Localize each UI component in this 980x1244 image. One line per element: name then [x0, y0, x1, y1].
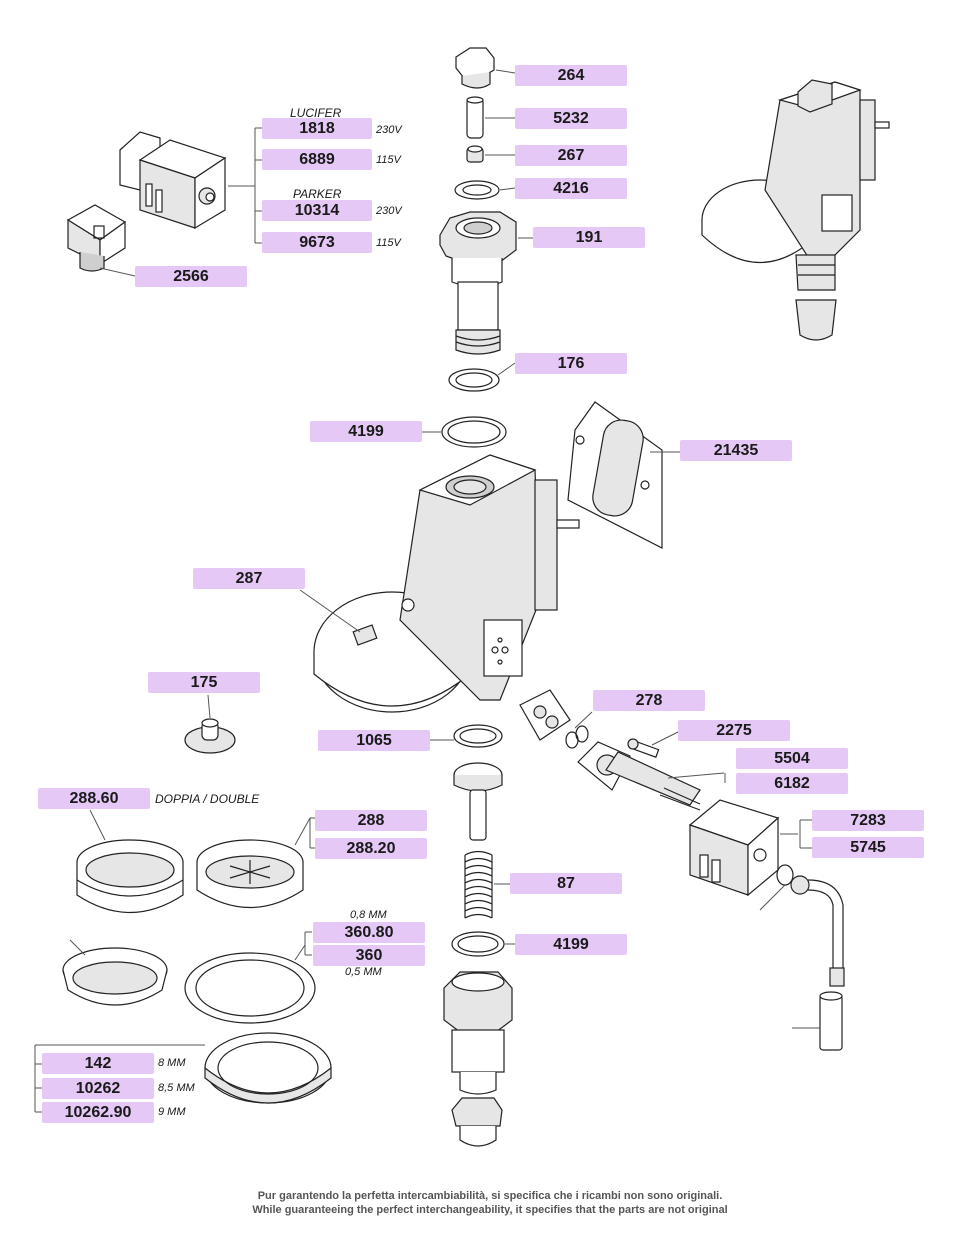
gasket-4199-top-part	[441, 416, 507, 448]
part-label-6889: 6889	[262, 149, 372, 170]
group-head-body-part	[313, 454, 580, 713]
part-label-4199-top: 4199	[310, 421, 422, 442]
part-label-9673: 9673	[262, 232, 372, 253]
part-label-360: 360	[313, 945, 425, 966]
spring-87-part	[464, 850, 493, 919]
thickness-note-85: 8,5 MM	[158, 1082, 195, 1094]
shower-screen-part	[62, 947, 168, 1006]
part-label-10314: 10314	[262, 200, 372, 221]
voltage-note-10314: 230V	[376, 205, 402, 217]
part-label-264: 264	[515, 65, 627, 86]
part-label-87: 87	[510, 873, 622, 894]
shim-ring-360-part	[184, 952, 316, 1024]
part-label-1818: 1818	[262, 118, 372, 139]
cap-nut-264-part	[455, 47, 495, 89]
part-label-287: 287	[193, 568, 305, 589]
part-label-4199-bottom: 4199	[515, 934, 627, 955]
solenoid-coil-part	[688, 799, 780, 897]
voltage-note-1818: 230V	[376, 124, 402, 136]
thickness-note-08: 0,8 MM	[350, 909, 387, 921]
gasket-4199-bottom-part	[451, 931, 505, 957]
brand-parker: PARKER	[293, 187, 342, 201]
single-filter-basket-part	[196, 839, 304, 908]
gasket-plate-21435-part	[567, 401, 663, 549]
part-label-7283: 7283	[812, 810, 924, 831]
part-label-288-20: 288.20	[315, 838, 427, 859]
footer-disclaimer-it: Pur garantendo la perfetta intercambiabi…	[257, 1190, 723, 1202]
union-191-part	[439, 211, 517, 355]
solenoid-valve-body-part	[577, 741, 701, 811]
part-label-191: 191	[533, 227, 645, 248]
doppia-note: DOPPIA / DOUBLE	[155, 792, 260, 806]
assembled-group-part	[701, 79, 890, 341]
part-label-1065: 1065	[318, 730, 430, 751]
valve-piston-part	[453, 762, 503, 841]
part-label-10262: 10262	[42, 1078, 154, 1099]
plug-175-part	[184, 718, 236, 754]
pin-5232-part	[466, 96, 484, 139]
gasket-1065-part	[453, 724, 503, 748]
footer-disclaimer-en: While guaranteeing the perfect interchan…	[252, 1204, 728, 1216]
plate-278-part	[519, 689, 589, 749]
lower-fitting-part	[443, 971, 513, 1147]
part-label-360-80: 360.80	[313, 922, 425, 943]
part-label-21435: 21435	[680, 440, 792, 461]
part-label-176: 176	[515, 353, 627, 374]
part-label-10262-90: 10262.90	[42, 1102, 154, 1123]
thickness-note-9: 9 MM	[158, 1106, 186, 1118]
part-label-2566: 2566	[135, 266, 247, 287]
group-gasket-142-part	[204, 1032, 332, 1104]
thickness-note-05: 0,5 MM	[345, 966, 382, 978]
brand-lucifer: LUCIFER	[290, 106, 342, 120]
double-filter-basket-part	[76, 839, 184, 913]
part-label-6182: 6182	[736, 773, 848, 794]
voltage-note-9673: 115V	[376, 237, 401, 249]
pipe-part	[776, 864, 845, 1051]
screw-2275-part	[627, 738, 660, 758]
part-label-267: 267	[515, 145, 627, 166]
part-label-288: 288	[315, 810, 427, 831]
part-label-175: 175	[148, 672, 260, 693]
part-label-2275: 2275	[678, 720, 790, 741]
part-label-278: 278	[593, 690, 705, 711]
part-label-4216: 4216	[515, 178, 627, 199]
gasket-4216-part	[454, 180, 500, 200]
top-solenoid-part	[66, 131, 227, 272]
part-label-288-60: 288.60	[38, 788, 150, 809]
voltage-note-6889: 115V	[376, 154, 401, 166]
part-label-5745: 5745	[812, 837, 924, 858]
part-label-5504: 5504	[736, 748, 848, 769]
jet-267-part	[466, 145, 484, 163]
thickness-note-8: 8 MM	[158, 1057, 186, 1069]
part-label-142: 142	[42, 1053, 154, 1074]
gasket-176-part	[448, 368, 500, 392]
part-label-5232: 5232	[515, 108, 627, 129]
